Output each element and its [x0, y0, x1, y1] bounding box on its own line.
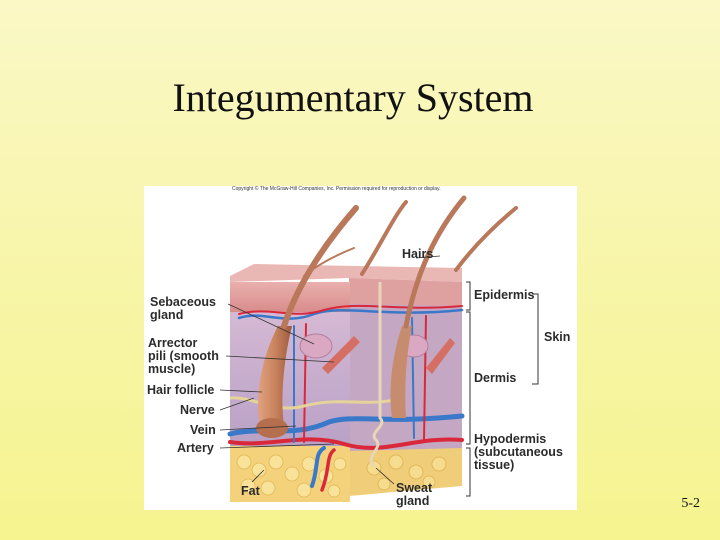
skin-diagram: Copyright © The McGraw-Hill Companies, I…: [144, 186, 577, 510]
slide-number: 5-2: [681, 496, 700, 511]
sweat-gland-shape: [369, 282, 384, 468]
skin-cross-section-illustration: [219, 195, 539, 502]
label-nerve: Nerve: [180, 403, 215, 417]
copyright-notice: Copyright © The McGraw-Hill Companies, I…: [232, 186, 441, 192]
label-sebaceous-gland: Sebaceous gland: [150, 295, 217, 322]
label-hair-follicle: Hair follicle: [147, 383, 215, 397]
nerve-fiber: [229, 396, 405, 410]
label-epidermis: Epidermis: [474, 288, 535, 302]
label-skin: Skin: [544, 330, 571, 344]
label-artery: Artery: [177, 441, 214, 455]
label-sweat-gland: Sweat gland: [396, 481, 433, 508]
epidermis-top-surface: [230, 264, 462, 282]
label-vein: Vein: [190, 423, 216, 437]
slide-title: Integumentary System: [172, 75, 534, 120]
arrector-pili-shapes: [322, 336, 455, 374]
hair-shafts: [281, 195, 518, 329]
label-fat: Fat: [241, 484, 260, 498]
leader-lines: [219, 255, 441, 485]
hair-follicle-shape: [256, 326, 292, 438]
label-hypodermis: Hypodermis (subcutaneous tissue): [474, 432, 563, 472]
label-arrector-pili: Arrector pili (smooth muscle): [148, 336, 219, 376]
blood-vessels: [227, 304, 465, 492]
label-hairs: Hairs: [402, 247, 434, 261]
label-dermis: Dermis: [474, 371, 517, 385]
layer-brackets: [466, 281, 539, 497]
